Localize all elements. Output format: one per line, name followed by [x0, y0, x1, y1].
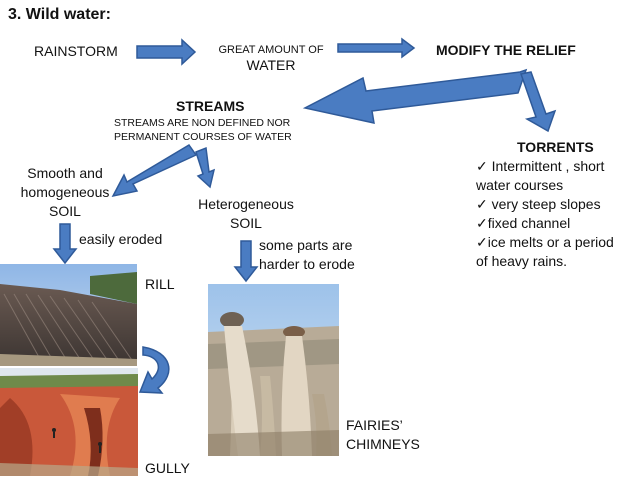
arrow-streams-to-hetero — [195, 146, 216, 189]
arrow-harder-to-fairies — [233, 240, 259, 283]
rill-photo — [0, 264, 137, 366]
torrents-item-3: ✓fixed channel — [476, 214, 614, 233]
hetero-soil-line1: Heterogeneous — [198, 196, 294, 212]
torrents-item-4: ✓ice melts or a period — [476, 233, 614, 252]
hetero-soil-label: Heterogeneous SOIL — [180, 195, 312, 233]
fairies-line2: CHIMNEYS — [346, 436, 420, 452]
modify-relief-label: MODIFY THE RELIEF — [436, 42, 576, 58]
arrow-streams-to-smooth — [111, 143, 198, 198]
check-icon: ✓ — [476, 158, 488, 174]
rainstorm-label: RAINSTORM — [34, 43, 118, 59]
streams-desc-line2: PERMANENT COURSES OF WATER — [114, 131, 292, 143]
torrents-list: ✓ Intermittent , short water courses ✓ v… — [476, 157, 614, 271]
arrow-relief-to-torrents — [520, 71, 557, 133]
check-icon: ✓ — [476, 234, 488, 250]
torrents-item-1: ✓ Intermittent , short — [476, 157, 614, 176]
streams-desc-line1: STREAMS ARE NON DEFINED NOR — [114, 117, 291, 129]
arrow-smooth-to-rill — [52, 223, 78, 265]
smooth-soil-label: Smooth and homogeneous SOIL — [2, 164, 128, 221]
torrents-item-2-text: very steep slopes — [491, 196, 601, 212]
easily-eroded-label: easily eroded — [79, 231, 163, 247]
gully-photo — [0, 368, 138, 476]
fairies-label: FAIRIES’ CHIMNEYS — [346, 416, 420, 454]
great-amount-box: GREAT AMOUNT OF WATER — [209, 44, 333, 74]
smooth-soil-line3: SOIL — [49, 203, 81, 219]
arrow-rainstorm-to-water — [136, 38, 197, 66]
check-icon: ✓ — [476, 196, 488, 212]
torrents-heading: TORRENTS — [517, 139, 594, 155]
harder-line2: harder to erode — [259, 256, 355, 272]
rill-label: RILL — [145, 276, 175, 292]
gully-label: GULLY — [145, 460, 190, 476]
harder-line1: some parts are — [259, 237, 353, 253]
torrents-item-2: ✓ very steep slopes — [476, 195, 614, 214]
arrow-relief-to-streams — [302, 68, 528, 124]
page-title: 3. Wild water: — [8, 6, 111, 23]
smooth-soil-line1: Smooth and — [27, 165, 103, 181]
harder-label: some parts are harder to erode — [259, 236, 355, 274]
great-amount-line2: WATER — [246, 57, 296, 73]
torrents-item-1-line1: Intermittent , short — [491, 158, 605, 174]
check-icon: ✓ — [476, 215, 488, 231]
torrents-item-3-text: fixed channel — [487, 215, 571, 231]
arrow-water-to-relief — [337, 37, 416, 59]
streams-heading: STREAMS — [176, 98, 245, 114]
arrow-rill-to-gully — [138, 346, 170, 394]
fairies-line1: FAIRIES’ — [346, 417, 403, 433]
fairies-chimneys-photo — [208, 284, 339, 456]
great-amount-line1: GREAT AMOUNT OF — [218, 44, 324, 56]
smooth-soil-line2: homogeneous — [20, 184, 110, 200]
torrents-item-4-line2: of heavy rains. — [476, 253, 568, 269]
torrents-item-1-line2: water courses — [476, 177, 564, 193]
torrents-item-4-line1: ice melts or a period — [487, 234, 614, 250]
hetero-soil-line2: SOIL — [230, 215, 262, 231]
